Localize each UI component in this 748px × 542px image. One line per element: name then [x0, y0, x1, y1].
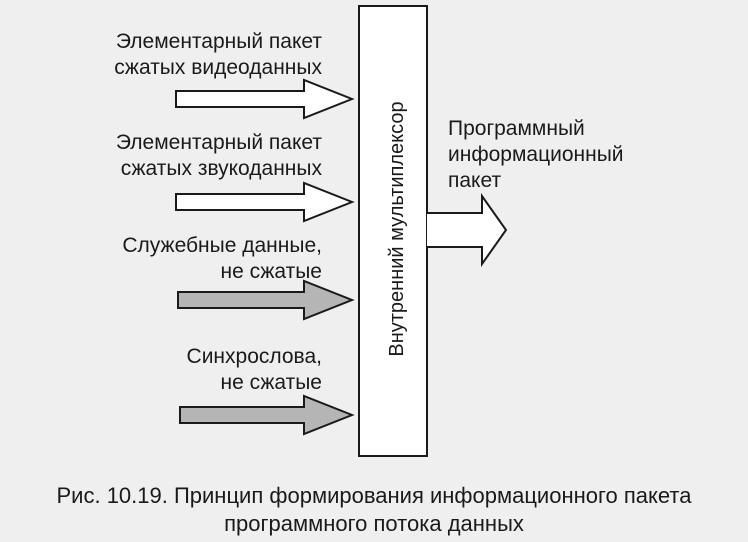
arrow-service-input [177, 279, 355, 321]
arrow-sync-input [179, 394, 355, 436]
label-sync-line1: Синхрослова, [186, 345, 322, 368]
figure-caption: Рис. 10.19. Принцип формирования информа… [0, 482, 748, 538]
label-audio-line1: Элементарный пакет [115, 131, 322, 154]
label-output-line3: пакет [448, 169, 502, 192]
arrow-audio-input [175, 181, 355, 223]
label-sync-input: Синхрослова, не сжатые [60, 344, 322, 396]
arrow-output [427, 192, 508, 268]
label-sync-line2: не сжатые [220, 371, 322, 394]
label-service-line1: Служебные данные, [122, 234, 322, 257]
multiplexer-box [358, 5, 428, 457]
caption-line2: программного потока данных [224, 511, 524, 536]
label-audio-input: Элементарный пакет сжатых звукоданных [60, 130, 322, 182]
label-output-line2: информационный [448, 143, 624, 166]
caption-line1: Рис. 10.19. Принцип формирования информа… [56, 483, 692, 508]
label-video-input: Элементарный пакет сжатых видеоданных [60, 29, 322, 81]
label-audio-line2: сжатых звукоданных [120, 157, 322, 180]
label-service-input: Служебные данные, не сжатые [60, 233, 322, 285]
label-video-line2: сжатых видеоданных [114, 56, 322, 79]
label-service-line2: не сжатые [220, 260, 322, 283]
label-output: Программный информационный пакет [448, 116, 624, 194]
label-output-line1: Программный [448, 117, 585, 140]
multiplexer-label: Внутренний мультиплексор [386, 101, 408, 357]
label-video-line1: Элементарный пакет [115, 30, 322, 53]
arrow-video-input [175, 78, 355, 120]
